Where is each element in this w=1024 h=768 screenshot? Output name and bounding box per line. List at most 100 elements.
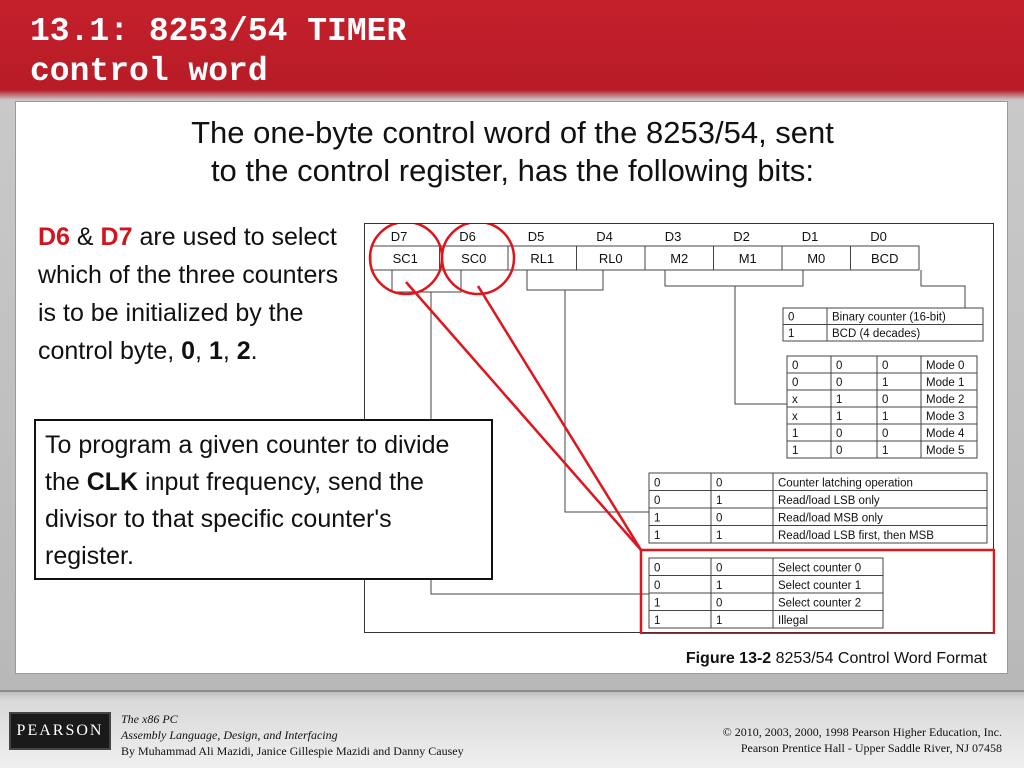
bit-name-rl1: RL1 bbox=[530, 251, 554, 266]
bit-label-d1: D1 bbox=[802, 229, 819, 244]
rl-cell: 1 bbox=[654, 530, 660, 542]
bit-name-m2: M2 bbox=[670, 251, 688, 266]
copyright-line-1: © 2010, 2003, 2000, 1998 Pearson Higher … bbox=[722, 725, 1002, 739]
rl-cell: 0 bbox=[654, 478, 660, 490]
bit-label-d6: D6 bbox=[459, 229, 476, 244]
sc-cell: 0 bbox=[654, 563, 660, 575]
bit-label-d7: D7 bbox=[391, 229, 408, 244]
mode-cell: 1 bbox=[882, 377, 888, 389]
mode-cell: 0 bbox=[792, 377, 798, 389]
book-authors: By Muhammad Ali Mazidi, Janice Gillespie… bbox=[121, 744, 464, 758]
bcd-cell: BCD (4 decades) bbox=[832, 328, 920, 340]
rl-cell: 0 bbox=[654, 495, 660, 507]
rl-cell: 0 bbox=[716, 478, 722, 490]
value-0: 0 bbox=[181, 337, 196, 365]
sc0-highlight-circle bbox=[440, 224, 516, 296]
comma-2: , bbox=[222, 337, 237, 365]
mode-cell: x bbox=[792, 394, 798, 406]
footer-divider bbox=[0, 690, 1024, 692]
select-text: are used to select which of the three co… bbox=[38, 223, 339, 365]
sc-cell: Select counter 2 bbox=[778, 598, 861, 610]
bcd-connector bbox=[920, 270, 966, 308]
caption-text: 8253/54 Control Word Format bbox=[771, 650, 987, 667]
mode-cell: 1 bbox=[792, 428, 798, 440]
bit-name-bcd: BCD bbox=[871, 251, 898, 266]
mode-cell: 0 bbox=[836, 445, 842, 457]
mode-cell: 1 bbox=[836, 411, 842, 423]
mode-cell: 1 bbox=[882, 445, 888, 457]
clk-label: CLK bbox=[86, 468, 139, 496]
sc0-pointer-line bbox=[476, 285, 643, 551]
sc-cell: 0 bbox=[654, 580, 660, 592]
sc-cell: 0 bbox=[716, 598, 722, 610]
pearson-logo: PEARSON bbox=[9, 712, 111, 750]
d7-label: D7 bbox=[100, 223, 133, 251]
mode-cell: 1 bbox=[792, 445, 798, 457]
program-counter-box: To program a given counter to divide the… bbox=[34, 419, 493, 580]
rl-connector bbox=[564, 290, 649, 513]
bit-label-d4: D4 bbox=[596, 229, 613, 244]
value-1: 1 bbox=[208, 337, 223, 365]
mode-connector bbox=[734, 286, 787, 405]
mode-cell: Mode 4 bbox=[926, 428, 965, 440]
mode-cell: x bbox=[792, 411, 798, 423]
sc-cell: 1 bbox=[716, 615, 722, 627]
program-text-pre: To program a given counter to divide the bbox=[45, 431, 450, 496]
mode-bracket bbox=[664, 270, 804, 287]
rl-cell: 1 bbox=[716, 495, 722, 507]
mode-cell: Mode 5 bbox=[926, 445, 964, 457]
sc-cell: 1 bbox=[654, 598, 660, 610]
rl-cell: 1 bbox=[654, 513, 660, 525]
bcd-cell: 0 bbox=[788, 312, 794, 324]
rl-cell: Read/load MSB only bbox=[778, 513, 883, 525]
intro-text: The one-byte control word of the 8253/54… bbox=[16, 114, 1009, 190]
sc-cell: Select counter 0 bbox=[778, 563, 861, 575]
rl-cell: Read/load LSB first, then MSB bbox=[778, 530, 934, 542]
rl-cell: 1 bbox=[716, 530, 722, 542]
bit-name-rl0: RL0 bbox=[599, 251, 623, 266]
mode-cell: 0 bbox=[836, 428, 842, 440]
bit-label-d5: D5 bbox=[528, 229, 545, 244]
figure-caption: Figure 13-2 8253/54 Control Word Format bbox=[686, 650, 987, 668]
counter-select-text: D6 & D7 are used to select which of the … bbox=[38, 218, 348, 370]
book-info: The x86 PC Assembly Language, Design, an… bbox=[121, 711, 464, 759]
copyright-line-2: Pearson Prentice Hall - Upper Saddle Riv… bbox=[740, 741, 1002, 755]
mode-cell: 0 bbox=[792, 360, 798, 372]
d6-label: D6 bbox=[38, 223, 70, 251]
book-title: The x86 PC bbox=[121, 712, 178, 726]
rl-cell: 0 bbox=[716, 513, 722, 525]
book-subtitle: Assembly Language, Design, and Interfaci… bbox=[121, 728, 338, 742]
bit-name-m0: M0 bbox=[807, 251, 825, 266]
bit-label-d2: D2 bbox=[733, 229, 750, 244]
sc-cell: 0 bbox=[716, 563, 722, 575]
intro-line-1: The one-byte control word of the 8253/54… bbox=[191, 115, 834, 150]
rl-cell: Counter latching operation bbox=[778, 478, 913, 490]
program-text-post: input frequency, send the divisor to tha… bbox=[45, 468, 424, 570]
bit-name-m1: M1 bbox=[739, 251, 757, 266]
title-line-2: control word bbox=[30, 53, 268, 90]
mode-cell: 0 bbox=[836, 377, 842, 389]
bcd-cell: Binary counter (16-bit) bbox=[832, 312, 946, 324]
sc-bracket bbox=[391, 270, 462, 293]
slide-title: 13.1: 8253/54 TIMER control word bbox=[30, 12, 406, 92]
mode-cell: 1 bbox=[836, 394, 842, 406]
mode-cell: Mode 2 bbox=[926, 394, 964, 406]
mode-cell: 0 bbox=[882, 428, 888, 440]
mode-cell: Mode 0 bbox=[926, 360, 964, 372]
value-2: 2 bbox=[236, 337, 251, 365]
bit-label-d3: D3 bbox=[665, 229, 682, 244]
comma-1: , bbox=[195, 337, 209, 365]
sc-cell: Select counter 1 bbox=[778, 580, 861, 592]
sc-cell: Illegal bbox=[778, 615, 808, 627]
mode-cell: 0 bbox=[882, 394, 888, 406]
mode-cell: Mode 3 bbox=[926, 411, 964, 423]
mode-cell: Mode 1 bbox=[926, 377, 964, 389]
mode-cell: 0 bbox=[836, 360, 842, 372]
sc1-pointer-line bbox=[405, 281, 642, 551]
sc-highlight-box bbox=[639, 548, 995, 634]
intro-line-2: to the control register, has the followi… bbox=[210, 153, 815, 188]
mode-cell: 0 bbox=[882, 360, 888, 372]
rl-bracket bbox=[526, 270, 604, 291]
sc-cell: 1 bbox=[716, 580, 722, 592]
